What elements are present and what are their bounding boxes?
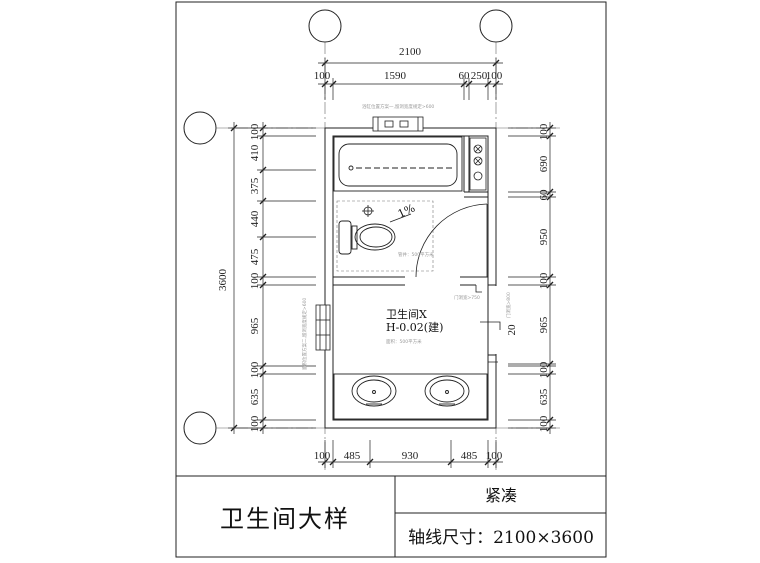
axis-bubble-top-right [479,9,513,43]
dim-left-375: 375 [249,177,261,194]
note-mid: 门洞宽>750 [454,294,480,301]
note-left: 面积位置方案二,留洞宽度规定>600 [301,298,308,370]
dim-bottom-930: 930 [402,450,419,462]
bottom-dimension [318,440,503,468]
dim-left-475: 475 [249,248,261,265]
dim-right-100a: 100 [538,123,550,140]
dim-left-410: 410 [249,144,261,161]
sink-left [351,375,397,407]
right-dim-labels: 100 690 60 950 100 965 20 100 635 100 [506,123,550,432]
dim-top-60: 60 [459,70,471,82]
door-swing [415,203,488,278]
axis-bubble-left-top [183,111,217,145]
slope-arrow [389,213,412,223]
dim-top-1590: 1590 [384,70,407,82]
right-dimension [508,122,556,434]
sink-right [424,375,470,407]
toilet [338,220,396,255]
note-upper: 管井：500平方米 [398,251,434,258]
dim-right-100c: 100 [538,361,550,378]
drawing-title: 卫生间大样 [220,504,350,533]
vent-unit [372,116,424,132]
drawing-subtitle: 紧凑 [484,486,517,505]
dim-bottom-485a: 485 [344,450,361,462]
dim-right-100d: 100 [538,415,550,432]
note-lower: 面积：500平方米 [386,338,422,345]
dim-right-690: 690 [538,155,550,172]
dim-left-100a: 100 [249,123,261,140]
dim-left-635: 635 [249,388,261,405]
room-level: H-0.02(建) [386,320,443,334]
door-opening-right [489,286,497,354]
dim-top-100b: 100 [486,70,503,82]
dim-right-20: 20 [506,324,518,336]
floor-drain-icon [362,205,374,217]
side-window [315,304,331,351]
axis-bubble-left-bottom [183,411,217,445]
dim-bottom-100a: 100 [314,450,331,462]
left-dimension [228,122,316,434]
top-dimension [318,58,503,100]
dim-right-100b: 100 [538,272,550,289]
note-top: 浴缸位置方案一,留洞宽度规定>600 [362,103,434,110]
slope-label: 1% [396,202,417,221]
note-right: 门洞宽>800 [505,292,512,318]
dim-right-965: 965 [538,316,550,333]
dim-top-100a: 100 [314,70,331,82]
axis-bubble-top-left [308,9,342,43]
axis-size-label: 轴线尺寸：2100×3600 [408,527,594,548]
left-dim-labels: 100 410 375 440 475 100 965 100 635 100 [249,123,261,432]
vanity-counter [333,373,488,420]
dim-left-100c: 100 [249,361,261,378]
dim-top-250: 250 [471,70,488,82]
dim-right-60: 60 [538,189,550,201]
bathtub [333,136,463,192]
room-name: 卫生间X [386,307,427,321]
toilet-zone [336,200,434,272]
dim-bottom-485b: 485 [461,450,478,462]
door-jamb-marks [475,285,501,363]
dim-top-total: 2100 [399,46,422,58]
dim-left-total: 3600 [217,269,229,292]
dim-right-950: 950 [538,228,550,245]
dim-left-440: 440 [249,210,261,227]
dim-left-965: 965 [249,317,261,334]
dim-left-100b: 100 [249,272,261,289]
dim-right-635: 635 [538,388,550,405]
dim-left-100d: 100 [249,415,261,432]
outer-frame [175,1,607,558]
pipe-shaft [469,137,487,191]
dim-bottom-100b: 100 [486,450,503,462]
